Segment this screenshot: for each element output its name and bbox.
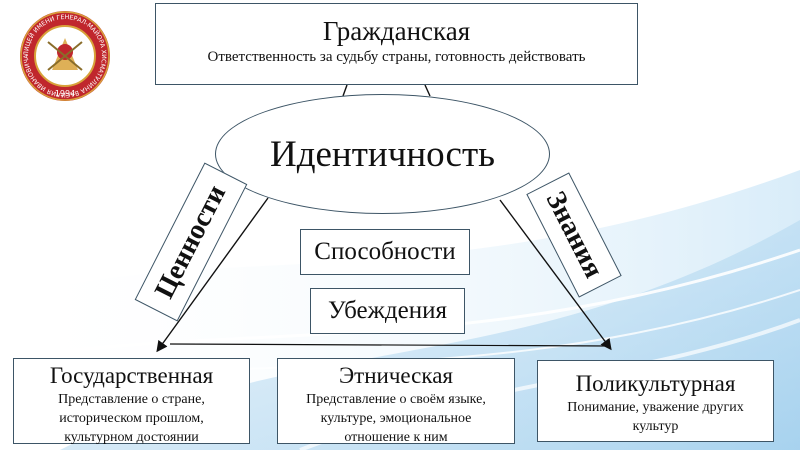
connector-bottom	[169, 343, 611, 347]
civic-identity-box: Гражданская Ответственность за судьбу ст…	[155, 3, 638, 85]
civic-title: Гражданская	[322, 16, 471, 46]
multi-title: Поликультурная	[575, 371, 736, 396]
civic-description: Ответственность за судьбу страны, готовн…	[207, 49, 586, 65]
state-identity-box: Государственная Представление о стране, …	[13, 358, 250, 446]
identity-label: Идентичность	[269, 133, 496, 175]
ethnic-line-1: Представление о своём языке,	[306, 392, 486, 407]
state-title: Государственная	[49, 363, 214, 388]
multi-line-2: культур	[632, 419, 679, 435]
identity-ellipse: Идентичность	[215, 94, 550, 214]
connector-left	[156, 197, 269, 353]
abilities-box: Способности	[300, 229, 470, 275]
connector-top-left	[342, 84, 348, 97]
lyceum-logo: ЛИЦЕЙ ИМЕНИ ГЕНЕРАЛ-МАЙОРА ХИСМАТУЛИНА В…	[20, 11, 110, 101]
state-line-3: культурном достоянии	[64, 430, 199, 446]
ethnic-identity-box: Этническая Представление о своём языке, …	[277, 358, 515, 446]
ethnic-line-3: отношение к ним	[344, 430, 448, 446]
state-line-2: историческом прошлом,	[59, 411, 204, 427]
logo-year: 1994	[55, 89, 75, 98]
ethnic-line-2: культуре, эмоциональное	[320, 411, 472, 427]
connector-top-right	[424, 84, 431, 97]
ethnic-title: Этническая	[338, 363, 454, 388]
beliefs-box: Убеждения	[310, 288, 465, 334]
connector-right	[499, 199, 612, 351]
multi-line-1: Понимание, уважение других	[567, 400, 744, 415]
state-line-1: Представление о стране,	[58, 392, 205, 407]
multicultural-identity-box: Поликультурная Понимание, уважение други…	[537, 360, 774, 442]
